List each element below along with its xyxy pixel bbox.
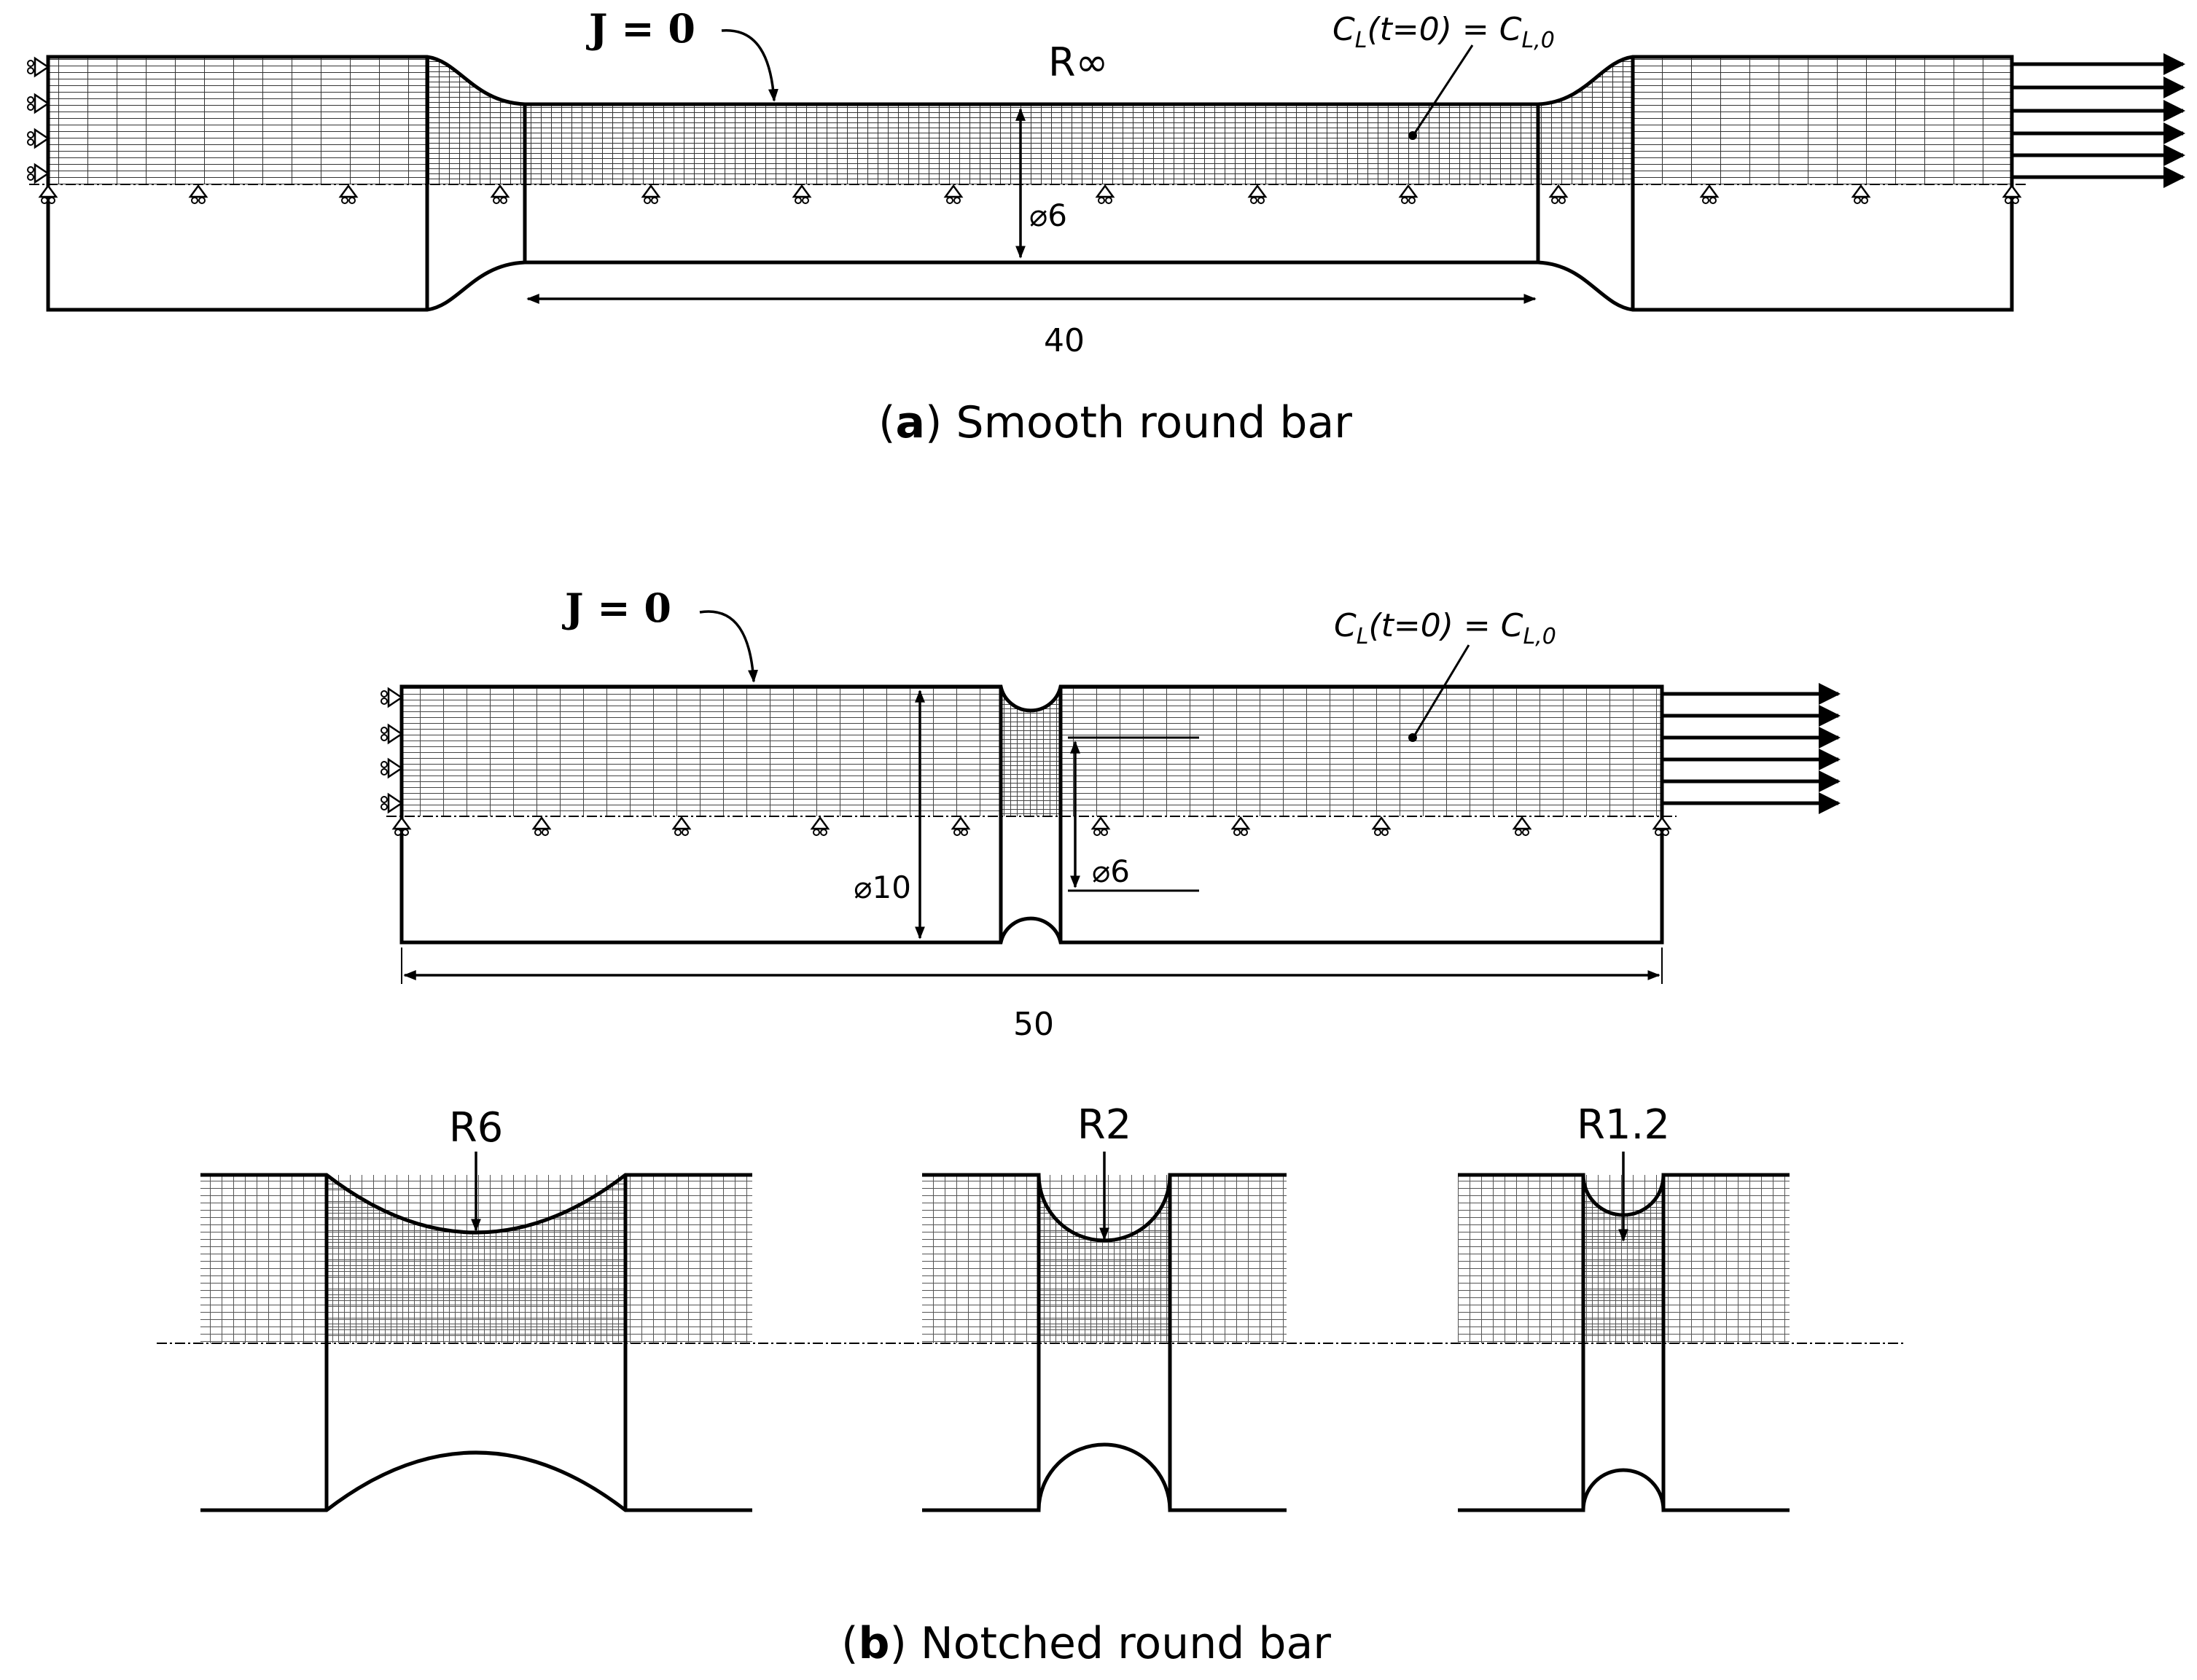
panel-a-caption-text: Smooth round bar: [956, 397, 1353, 448]
panel-b-mesh: [402, 687, 1662, 816]
panel-a-initial-condition-label: CL(t=0) = CL,0: [1332, 11, 1555, 53]
panel-a-mesh: [48, 57, 2012, 184]
notch-variant-r2: R2: [922, 1101, 1287, 1512]
panel-b-axis-supports: [392, 816, 1671, 837]
notch-variant-r1-2: R1.2: [1458, 1101, 1790, 1512]
panel-b-caption-text: Notched round bar: [921, 1618, 1331, 1669]
panel-b-outer-diameter-label: ⌀10: [854, 870, 911, 905]
panel-b-flux-label: J = 0: [562, 585, 671, 631]
panel-b-length-label: 50: [1013, 1006, 1054, 1043]
panel-a-caption-letter: a: [896, 397, 926, 448]
panel-b-inner-diameter-label: ⌀6: [1092, 853, 1130, 889]
panel-b-initial-condition-label: CL(t=0) = CL,0: [1334, 607, 1556, 649]
panel-b-flux-pointer: [699, 610, 758, 683]
notch-r6-label: R6: [449, 1104, 504, 1152]
panel-a-radius-label: R∞: [1048, 39, 1109, 85]
panel-a-smooth-bar: J = 0 R∞ CL(t=0) = CL,0 ⌀6 40 (a) Smooth…: [26, 5, 2185, 448]
panel-b-notched-bar: J = 0 CL(t=0) = CL,0 ⌀10 ⌀6 50 R6: [157, 585, 1906, 1669]
panel-a-length-label: 40: [1044, 322, 1085, 359]
panel-b-caption-letter: b: [858, 1618, 889, 1669]
panel-a-initial-condition-pointer: [1413, 44, 1474, 135]
notch-r1-2-label: R1.2: [1577, 1101, 1670, 1149]
notch-variant-r6: R6: [200, 1104, 752, 1512]
panel-b-left-supports: [380, 687, 403, 813]
panel-b-initial-condition-dot: [1408, 733, 1417, 742]
panel-a-load-arrows: [2013, 53, 2185, 188]
panel-a-left-supports: [26, 57, 50, 184]
panel-a-outline: [46, 55, 2014, 312]
panel-b-caption: (b) Notched round bar: [841, 1618, 1331, 1669]
notch-r2-label: R2: [1077, 1101, 1132, 1149]
panel-b-load-arrows: [1663, 683, 1841, 814]
panel-a-diameter-label: ⌀6: [1029, 198, 1067, 233]
panel-a-caption: (a) Smooth round bar: [878, 397, 1352, 448]
panel-a-flux-pointer: [721, 29, 778, 102]
panel-b-outline: [399, 684, 1664, 945]
panel-a-initial-condition-dot: [1408, 131, 1417, 140]
panel-b-initial-condition-pointer: [1413, 644, 1470, 737]
panel-a-flux-label: J = 0: [586, 5, 695, 52]
